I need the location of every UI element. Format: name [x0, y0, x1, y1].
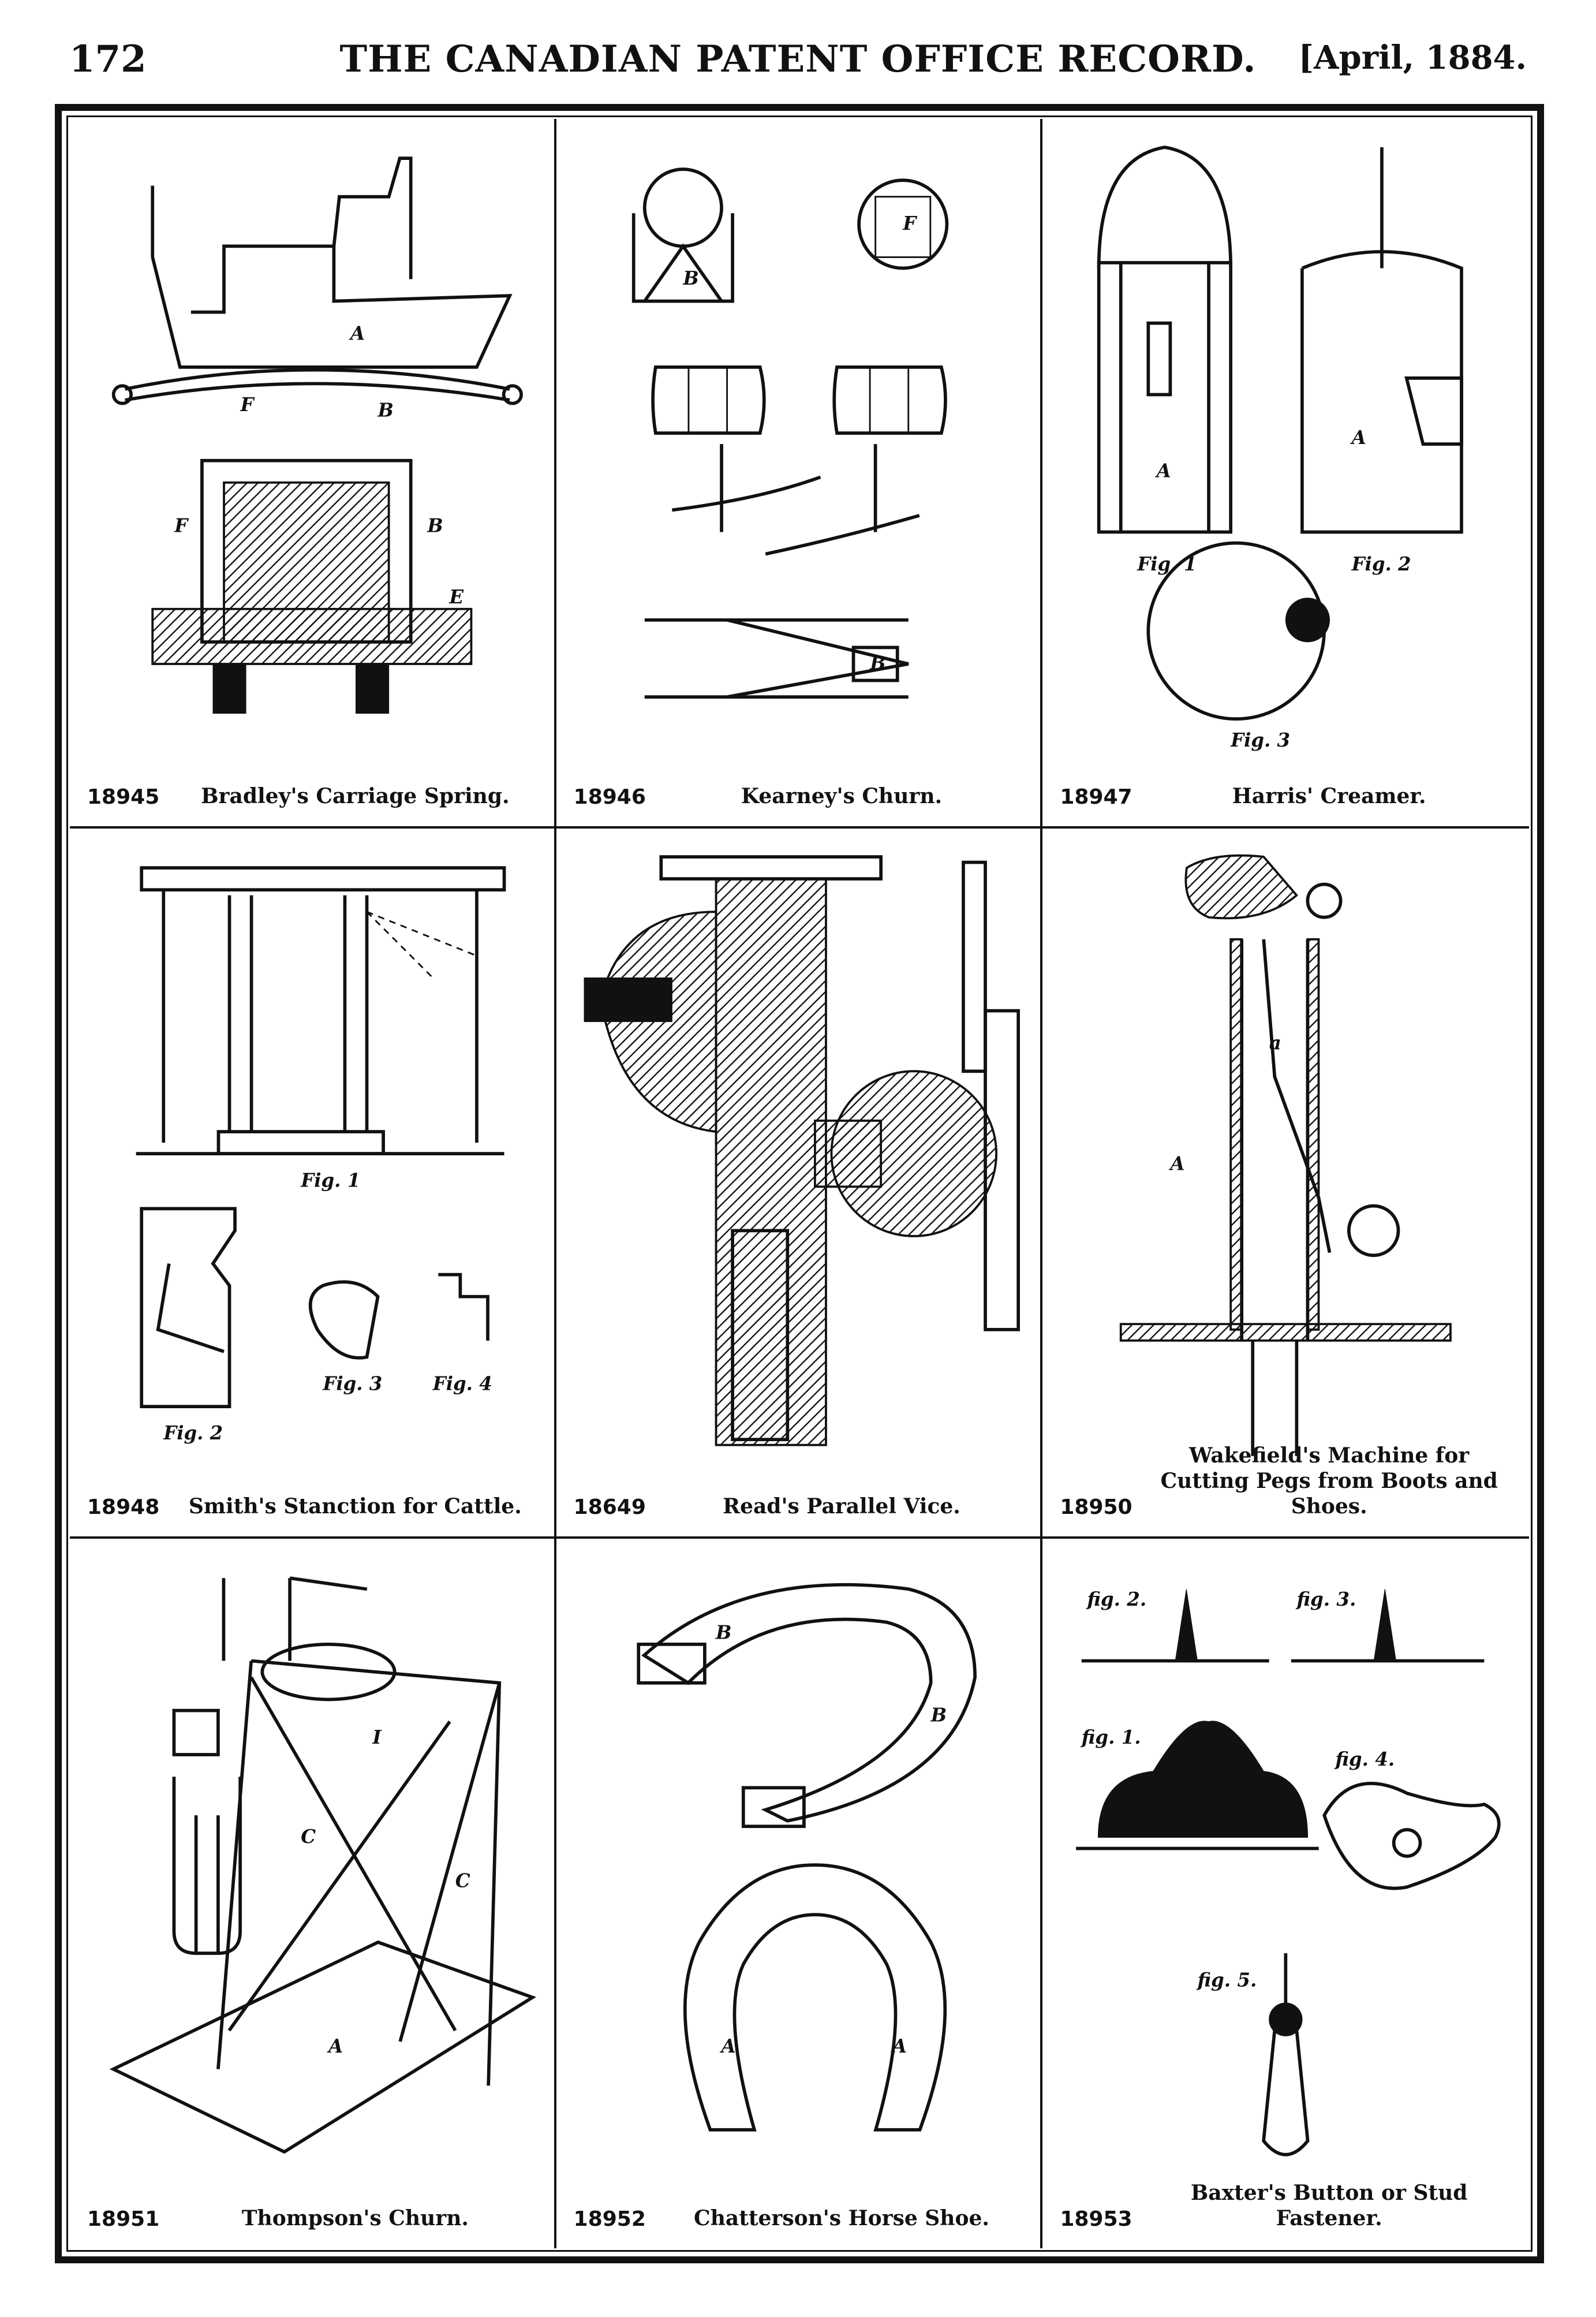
svg-text:E: E: [448, 586, 464, 608]
page-header: 172 THE CANADIAN PATENT OFFICE RECORD. […: [69, 32, 1527, 89]
fig-label: Fig. 1: [300, 1170, 360, 1192]
patent-caption: 18953 Baxter's Button or Stud Fastener.: [1060, 2181, 1512, 2231]
svg-text:C: C: [301, 1826, 316, 1848]
svg-text:a: a: [1269, 1032, 1281, 1054]
patent-caption: 18952 Chatterson's Horse Shoe.: [574, 2191, 1023, 2231]
patent-number: 18951: [87, 2207, 160, 2231]
patent-title: Thompson's Churn.: [241, 2206, 469, 2230]
svg-text:F: F: [174, 514, 189, 536]
patent-caption: 18945 Bradley's Carriage Spring.: [87, 768, 537, 809]
svg-text:A: A: [1155, 460, 1171, 482]
fig-label: fig. 3.: [1296, 1588, 1356, 1610]
fig-label: Fig. 1: [1137, 553, 1197, 575]
patent-panel-18953: fig. 2. fig. 3. fig. 1. fig. 4. fig. 5. …: [1042, 1539, 1529, 2248]
stud-fastener-drawing: fig. 2. fig. 3. fig. 1. fig. 4. fig. 5.: [1060, 1556, 1512, 2185]
creamer-can-drawing: A A Fig. 1 Fig. 2 Fig. 3: [1060, 136, 1512, 763]
svg-text:F: F: [902, 212, 917, 234]
patent-caption: 18948 Smith's Stanction for Cattle.: [87, 1479, 537, 1519]
patent-panel-18649: 18649 Read's Parallel Vice.: [556, 829, 1043, 1539]
patent-title: Bradley's Carriage Spring.: [201, 784, 510, 809]
fig-label: Fig. 2: [163, 1423, 223, 1445]
patent-panel-18947: A A Fig. 1 Fig. 2 Fig. 3 18947 Harris' C…: [1042, 119, 1529, 829]
patent-number: 18649: [573, 1495, 646, 1519]
fig-label: Fig. 3: [322, 1373, 382, 1395]
patent-number: 18953: [1060, 2207, 1132, 2231]
svg-text:B: B: [930, 1704, 946, 1726]
fig-label: fig. 4.: [1335, 1748, 1395, 1770]
churn-frame-drawing: A C C I: [87, 1556, 537, 2185]
svg-text:C: C: [455, 1870, 470, 1891]
svg-text:A: A: [890, 2035, 906, 2057]
fig-label: fig. 5.: [1197, 1969, 1257, 1991]
patent-grid: A B F F B E 18945 Bradley's Carriage Spr…: [70, 119, 1529, 2248]
svg-text:A: A: [349, 322, 365, 344]
patent-caption: 18649 Read's Parallel Vice.: [574, 1479, 1023, 1519]
svg-text:F: F: [240, 394, 255, 416]
patent-number: 18947: [1060, 785, 1132, 809]
fig-label: fig. 1.: [1081, 1726, 1141, 1748]
fig-label: Fig. 2: [1351, 553, 1411, 575]
page-number: 172: [69, 38, 147, 81]
patent-panel-18950: A a 18950 Wakefield's Machine for Cuttin…: [1042, 829, 1529, 1539]
patent-panel-18945: A B F F B E 18945 Bradley's Carriage Spr…: [70, 119, 556, 829]
fig-label: Fig. 4: [432, 1373, 492, 1395]
svg-text:B: B: [869, 652, 885, 674]
patent-panel-18951: A C C I 18951 Thompson's Churn.: [70, 1538, 556, 2248]
patent-title: Wakefield's Machine for Cutting Pegs fro…: [1160, 1443, 1498, 1518]
svg-text:A: A: [1169, 1153, 1185, 1175]
patent-title: Harris' Creamer.: [1232, 784, 1426, 809]
stanchion-drawing: Fig. 1 Fig. 2 Fig. 3 Fig. 4: [87, 846, 537, 1472]
patent-number: 18950: [1060, 1495, 1132, 1519]
patent-panel-18952: B B A A 18952 Chatterson's Horse Shoe.: [556, 1538, 1043, 2248]
patent-title: Baxter's Button or Stud Fastener.: [1190, 2181, 1468, 2230]
svg-text:A: A: [719, 2035, 735, 2057]
horseshoe-drawing: B B A A: [574, 1556, 1023, 2185]
patent-number: 18948: [87, 1495, 160, 1519]
patent-number: 18946: [573, 785, 646, 809]
plate-frame: A B F F B E 18945 Bradley's Carriage Spr…: [55, 104, 1544, 2263]
carriage-spring-drawing: A B F F B E: [87, 136, 537, 763]
svg-text:A: A: [1350, 427, 1366, 449]
svg-text:B: B: [377, 400, 394, 421]
page-title: THE CANADIAN PATENT OFFICE RECORD.: [339, 38, 1257, 81]
patent-title: Chatterson's Horse Shoe.: [694, 2206, 989, 2230]
patent-panel-18948: Fig. 1 Fig. 2 Fig. 3 Fig. 4 18948 Smith'…: [70, 829, 556, 1539]
fig-label: Fig. 3: [1230, 729, 1290, 751]
svg-text:A: A: [327, 2035, 343, 2057]
patent-title: Smith's Stanction for Cattle.: [188, 1494, 522, 1518]
patent-caption: 18951 Thompson's Churn.: [87, 2191, 537, 2231]
rocking-churn-drawing: B F B: [574, 136, 1023, 763]
patent-number: 18945: [87, 785, 160, 809]
svg-text:B: B: [715, 1621, 731, 1643]
svg-text:B: B: [427, 514, 443, 536]
parallel-vice-drawing: [574, 846, 1023, 1472]
svg-text:I: I: [372, 1726, 382, 1748]
fig-label: fig. 2.: [1086, 1588, 1147, 1610]
patent-title: Kearney's Churn.: [741, 784, 943, 809]
patent-caption: 18947 Harris' Creamer.: [1060, 768, 1512, 809]
page-date: [April, 1884.: [1298, 39, 1527, 77]
patent-caption: 18950 Wakefield's Machine for Cutting Pe…: [1060, 1443, 1512, 1519]
patent-title: Read's Parallel Vice.: [723, 1494, 960, 1518]
svg-text:B: B: [682, 267, 698, 289]
patent-panel-18946: B F B 18946 Kearney's Churn.: [556, 119, 1043, 829]
patent-number: 18952: [573, 2207, 646, 2231]
peg-cutter-drawing: A a: [1060, 846, 1512, 1472]
patent-caption: 18946 Kearney's Churn.: [574, 768, 1023, 809]
